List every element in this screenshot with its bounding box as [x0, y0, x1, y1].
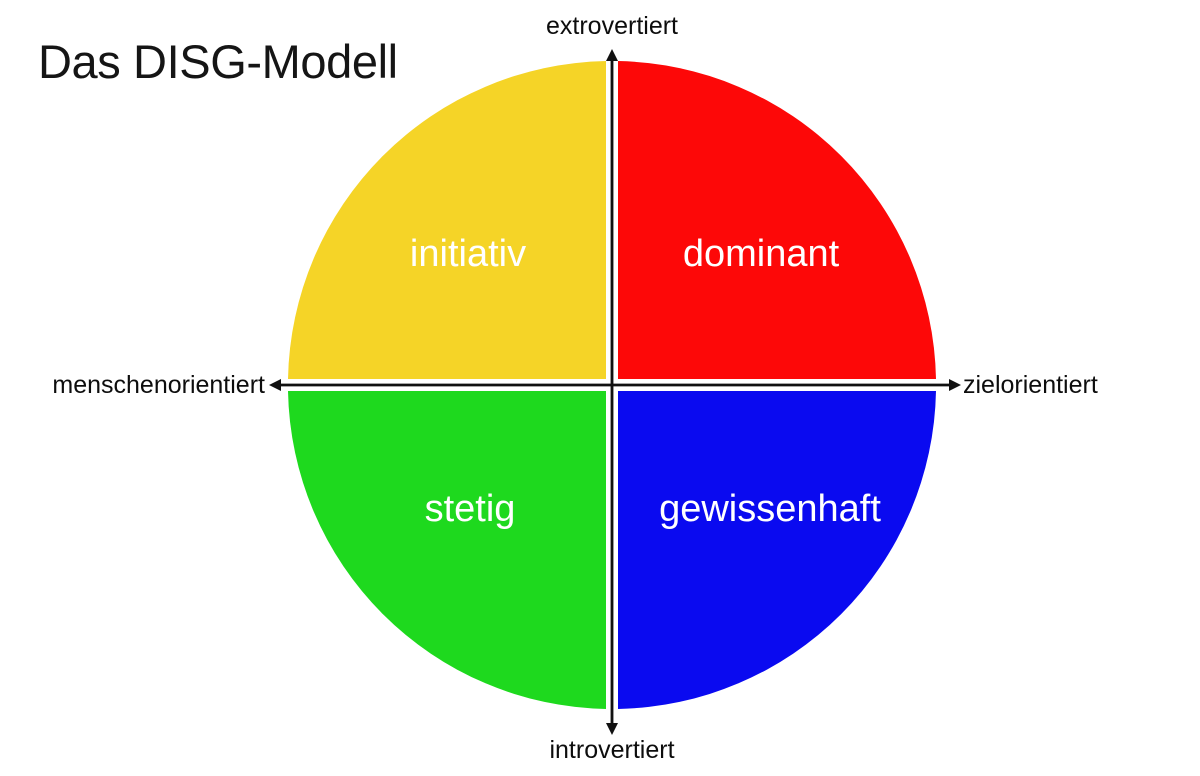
axis-label-goal-oriented: zielorientiert	[963, 371, 1098, 399]
quadrant-initiativ-shape[interactable]	[288, 61, 606, 380]
axis-lines	[269, 49, 961, 735]
page-title: Das DISG-Modell	[38, 35, 398, 88]
quadrant-dominant-shape[interactable]	[618, 61, 936, 380]
quadrant-stetig-shape[interactable]	[288, 391, 606, 709]
axis-label-introverted: introvertiert	[549, 736, 675, 764]
axis-label-extroverted: extrovertiert	[546, 12, 678, 40]
wheel-quadrants	[288, 61, 936, 709]
quadrant-gewissenhaft-shape[interactable]	[618, 391, 936, 709]
axis-label-people-oriented: menschenorientiert	[52, 371, 265, 399]
